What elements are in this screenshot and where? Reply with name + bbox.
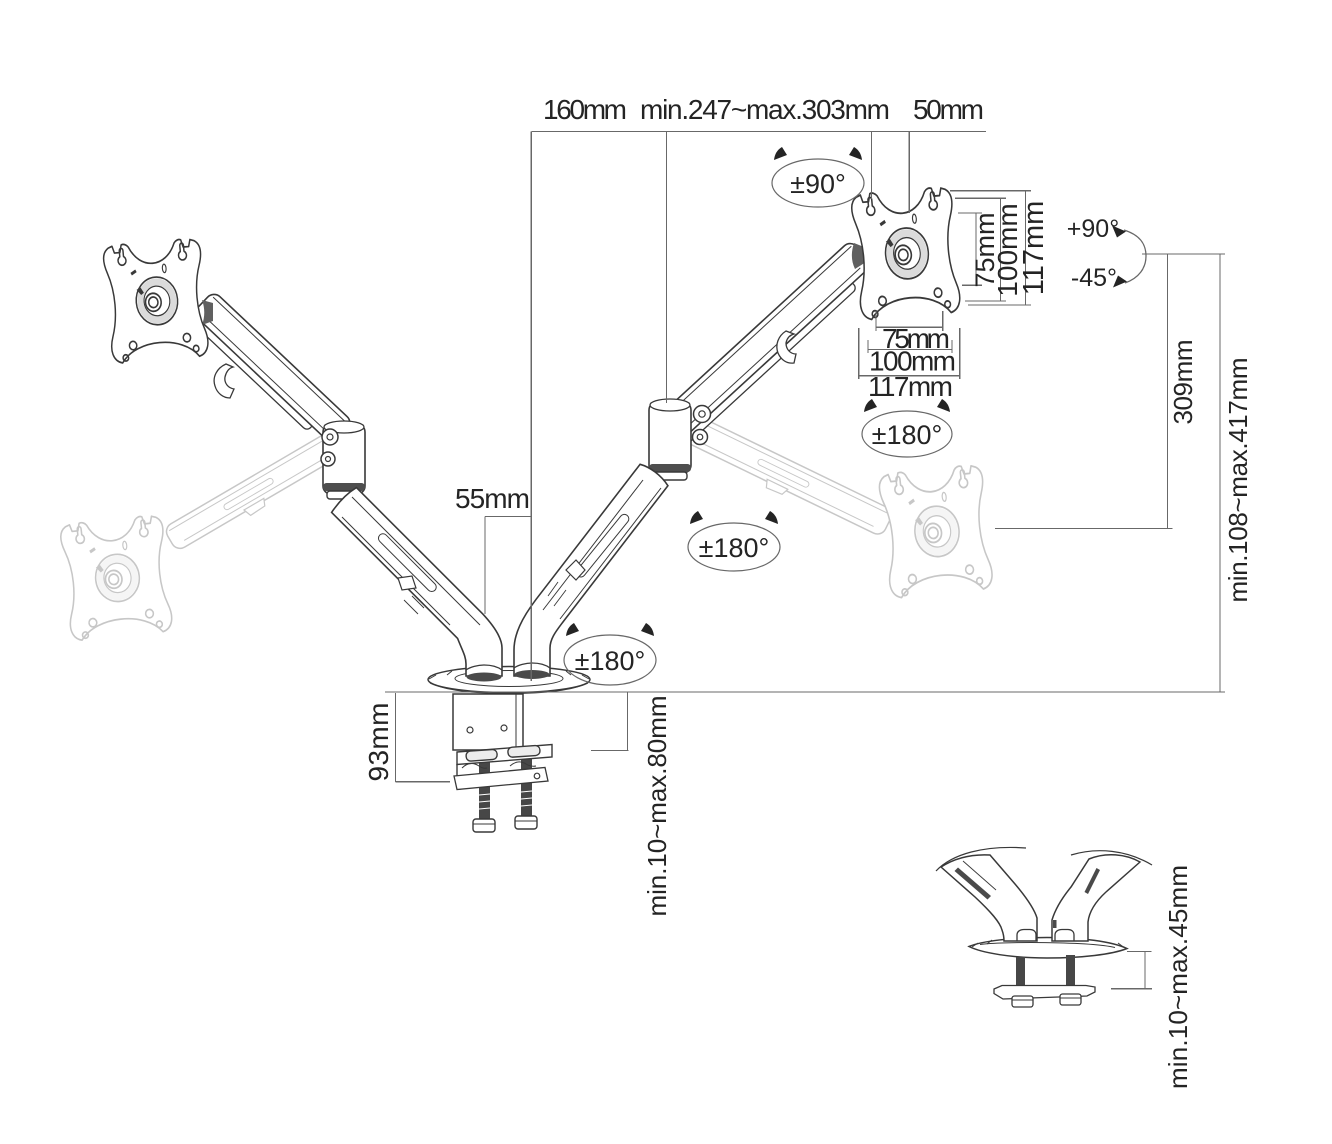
svg-text:±90°: ±90° xyxy=(790,169,846,199)
svg-text:75mm: 75mm xyxy=(970,212,1000,287)
svg-text:±180°: ±180° xyxy=(872,420,943,450)
svg-text:-45°: -45° xyxy=(1071,264,1117,292)
svg-text:+90°: +90° xyxy=(1067,215,1119,243)
svg-text:min.10~max.80mm: min.10~max.80mm xyxy=(642,696,672,917)
svg-text:75mm: 75mm xyxy=(882,323,950,354)
svg-text:93mm: 93mm xyxy=(363,703,394,782)
svg-text:309mm: 309mm xyxy=(1168,340,1198,425)
svg-text:±180°: ±180° xyxy=(575,646,646,676)
svg-text:50mm: 50mm xyxy=(913,94,984,125)
svg-text:117mm: 117mm xyxy=(868,371,953,402)
svg-text:100mm: 100mm xyxy=(869,346,956,377)
svg-text:55mm: 55mm xyxy=(455,483,530,514)
svg-text:min.247~max.303mm: min.247~max.303mm xyxy=(640,94,890,125)
svg-text:160mm: 160mm xyxy=(543,94,627,125)
svg-text:±180°: ±180° xyxy=(699,533,770,563)
svg-text:min.108~max.417mm: min.108~max.417mm xyxy=(1223,358,1253,603)
svg-text:100mm: 100mm xyxy=(992,203,1023,296)
svg-text:117mm: 117mm xyxy=(1018,201,1050,296)
svg-text:min.10~max.45mm: min.10~max.45mm xyxy=(1163,865,1193,1089)
